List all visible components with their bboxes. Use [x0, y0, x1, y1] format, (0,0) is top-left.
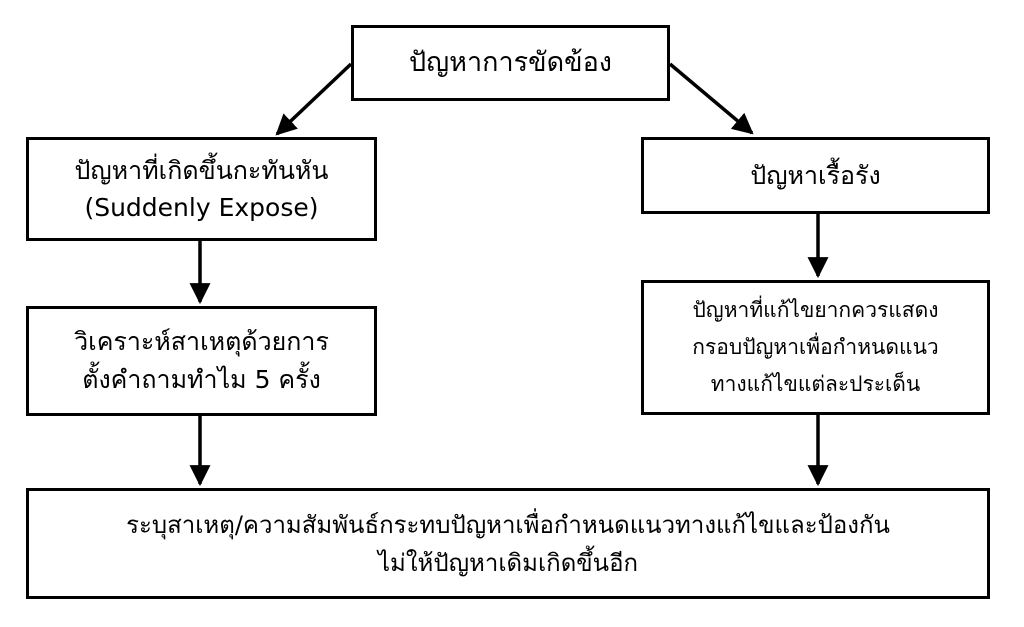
- arrow-root-to-chronic: [668, 62, 754, 135]
- five-why-line-2: ตั้งคำถามทำไม 5 ครั้ง: [82, 365, 321, 394]
- outcome-line-2: ไม่ให้ปัญหาเดิมเกิดขึ้นอีก: [377, 548, 639, 577]
- framework-line-1: ปัญหาที่แก้ไขยากควรแสดง: [692, 298, 939, 322]
- five-why-analysis-box: วิเคราะห์สาเหตุด้วยการ ตั้งคำถามทำไม 5 ค…: [26, 306, 377, 416]
- sudden-problem-box: ปัญหาที่เกิดขึ้นกะทันหัน (Suddenly Expos…: [26, 137, 377, 241]
- arrow-root-to-sudden: [275, 62, 353, 136]
- chronic-problem-label: ปัญหาเรื้อรัง: [750, 160, 881, 190]
- root-problem-box: ปัญหาการขัดข้อง: [351, 25, 670, 101]
- sudden-problem-subtitle: (Suddenly Expose): [84, 193, 319, 222]
- problem-framework-box: ปัญหาที่แก้ไขยากควรแสดง กรอบปัญหาเพื่อกำ…: [641, 280, 990, 415]
- framework-line-3: ทางแก้ไขแต่ละประเด็น: [710, 372, 921, 396]
- outcome-line-1: ระบุสาเหตุ/ความสัมพันธ์กระทบปัญหาเพื่อกำ…: [126, 510, 890, 539]
- chronic-problem-box: ปัญหาเรื้อรัง: [641, 137, 990, 214]
- sudden-problem-label: ปัญหาที่เกิดขึ้นกะทันหัน: [74, 156, 329, 185]
- root-problem-label: ปัญหาการขัดข้อง: [409, 47, 612, 78]
- five-why-line-1: วิเคราะห์สาเหตุด้วยการ: [74, 327, 329, 356]
- outcome-box: ระบุสาเหตุ/ความสัมพันธ์กระทบปัญหาเพื่อกำ…: [26, 488, 990, 599]
- framework-line-2: กรอบปัญหาเพื่อกำหนดแนว: [692, 335, 939, 359]
